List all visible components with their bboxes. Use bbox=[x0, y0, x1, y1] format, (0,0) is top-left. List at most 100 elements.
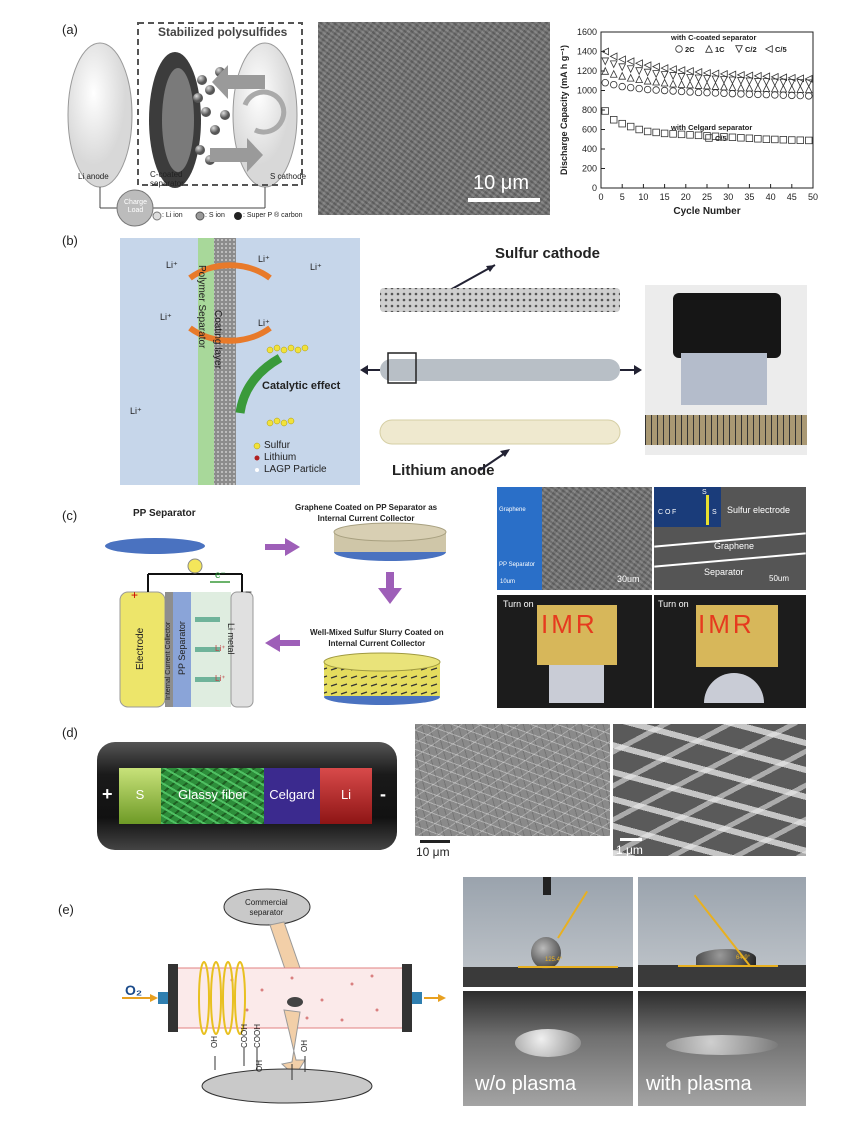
data-point-series-0 bbox=[626, 83, 635, 92]
x-tick-label: 25 bbox=[702, 192, 712, 202]
data-point-series-2 bbox=[601, 57, 610, 66]
data-point-series-0 bbox=[711, 89, 720, 97]
legend-marker bbox=[705, 134, 713, 142]
data-point-series-1 bbox=[694, 80, 703, 89]
data-point-series-2 bbox=[669, 72, 678, 81]
segment-celgard-label: Celgard bbox=[269, 787, 315, 802]
arrow-in bbox=[269, 921, 301, 973]
data-point-series-4 bbox=[720, 133, 728, 141]
sem-image-c2: C O F S S Sulfur electrode Graphene Sepa… bbox=[654, 487, 806, 590]
coating-layer-label: Coating layer bbox=[212, 310, 223, 369]
data-point-series-3 bbox=[694, 68, 703, 76]
data-point-series-3 bbox=[804, 74, 813, 83]
data-point-series-2 bbox=[736, 77, 745, 85]
legend-sulfur: Sulfur bbox=[264, 440, 291, 451]
data-point-series-3 bbox=[796, 74, 804, 83]
droplet-photo-1: w/o plasma bbox=[463, 991, 633, 1106]
orange-arrow-bottom bbox=[188, 325, 272, 344]
separator-rod bbox=[380, 359, 620, 381]
data-point-series-1 bbox=[720, 82, 728, 91]
separator-sheet-photo bbox=[681, 353, 767, 405]
data-point-series-3 bbox=[770, 72, 779, 81]
imr-text-1: IMR bbox=[541, 609, 598, 639]
x-tick-label: 5 bbox=[620, 192, 625, 202]
angle-2-label: 64.9° bbox=[736, 955, 751, 961]
data-point-series-4 bbox=[796, 136, 804, 144]
photo-separator bbox=[645, 285, 807, 455]
data-point-series-0 bbox=[652, 86, 660, 94]
arrow-right-icon bbox=[210, 138, 263, 172]
panel-e-label: (e) bbox=[58, 902, 74, 917]
data-point-series-2 bbox=[660, 71, 669, 80]
data-point-series-4 bbox=[660, 129, 669, 138]
droplet-photo-2: with plasma bbox=[638, 991, 806, 1106]
data-point-series-0 bbox=[728, 89, 737, 98]
data-point-series-3 bbox=[660, 64, 669, 73]
data-point-series-2 bbox=[626, 65, 635, 74]
li-anode-label: Li anode bbox=[78, 172, 109, 181]
panel-a-schematic bbox=[67, 22, 303, 227]
segment-s: S bbox=[119, 768, 161, 824]
legend-li-ion: : Li ion bbox=[162, 212, 183, 219]
x-tick-label: 10 bbox=[638, 192, 648, 202]
battery-shell: + - S Glassy fiber Celgard Li bbox=[97, 742, 397, 850]
eds-o: O bbox=[665, 509, 671, 516]
x-tick-label: 15 bbox=[660, 192, 670, 202]
angle-1-label: 125.4° bbox=[545, 957, 563, 963]
data-point-series-1 bbox=[626, 73, 635, 82]
data-point-series-4 bbox=[635, 125, 643, 134]
s-cathode-label: S cathode bbox=[270, 172, 307, 181]
data-point-series-4 bbox=[677, 130, 686, 139]
contact-angle-photo-1: 125.4° bbox=[463, 877, 633, 987]
data-point-series-2 bbox=[694, 74, 703, 83]
data-point-series-4 bbox=[694, 131, 703, 140]
x-tick-label: 50 bbox=[808, 192, 818, 202]
legend-title-celgard: with Celgard separator bbox=[670, 123, 752, 132]
eds-f: F bbox=[672, 509, 677, 516]
group-oh-2: OH bbox=[255, 1060, 264, 1072]
electrode-rods bbox=[360, 264, 642, 471]
li-ion-label-1: Li⁺ bbox=[166, 260, 178, 270]
legend-marker bbox=[764, 45, 773, 53]
data-point-series-0 bbox=[737, 90, 745, 98]
data-point-series-1 bbox=[677, 79, 686, 88]
sem-fiber-high bbox=[613, 724, 806, 856]
li-ion-label-3: Li⁺ bbox=[310, 262, 322, 272]
data-point-series-3 bbox=[601, 47, 609, 56]
data-point-series-3 bbox=[728, 70, 737, 79]
data-point-series-4 bbox=[805, 136, 813, 145]
segment-glassy-fiber-label: Glassy fiber bbox=[178, 787, 247, 802]
panel-a-title: Stabilized polysulfides bbox=[158, 25, 288, 39]
led-photo-flat: Turn on IMR bbox=[497, 595, 652, 708]
segment-glassy-fiber: Glassy fiber bbox=[161, 768, 264, 824]
x-tick-label: 45 bbox=[787, 192, 797, 202]
data-point-series-0 bbox=[669, 87, 677, 95]
charge-load-icon bbox=[116, 189, 154, 227]
li-ion-icon bbox=[152, 211, 162, 221]
legend-entry: C/5 bbox=[775, 45, 787, 54]
data-point-series-4 bbox=[703, 132, 711, 140]
eds-map bbox=[497, 487, 542, 590]
arrow-left-icon bbox=[212, 65, 265, 99]
x-tick-label: 0 bbox=[598, 192, 603, 202]
data-point-series-2 bbox=[686, 74, 694, 83]
data-point-series-3 bbox=[618, 55, 626, 64]
data-point-series-1 bbox=[643, 76, 652, 85]
group-cooh-1: COOH bbox=[240, 1024, 249, 1048]
panel-b-schematic bbox=[120, 238, 360, 485]
y-tick-label: 1000 bbox=[577, 86, 597, 96]
pp-separator-vertical-label: PP Separator bbox=[177, 621, 187, 675]
y-tick-label: 400 bbox=[582, 144, 597, 154]
data-point-series-2 bbox=[753, 78, 762, 86]
panel-d-label: (d) bbox=[62, 725, 78, 740]
data-point-series-4 bbox=[601, 107, 609, 115]
data-point-series-4 bbox=[643, 127, 652, 136]
bulb-icon bbox=[187, 558, 203, 574]
data-point-series-1 bbox=[753, 83, 762, 92]
legend-lithium: Lithium bbox=[264, 452, 297, 463]
icc-label: Internal Current Collector bbox=[165, 621, 172, 700]
data-point-series-0 bbox=[610, 80, 618, 89]
data-point-series-3 bbox=[711, 69, 720, 78]
data-point-series-1 bbox=[711, 81, 720, 90]
data-point-series-2 bbox=[652, 70, 661, 79]
